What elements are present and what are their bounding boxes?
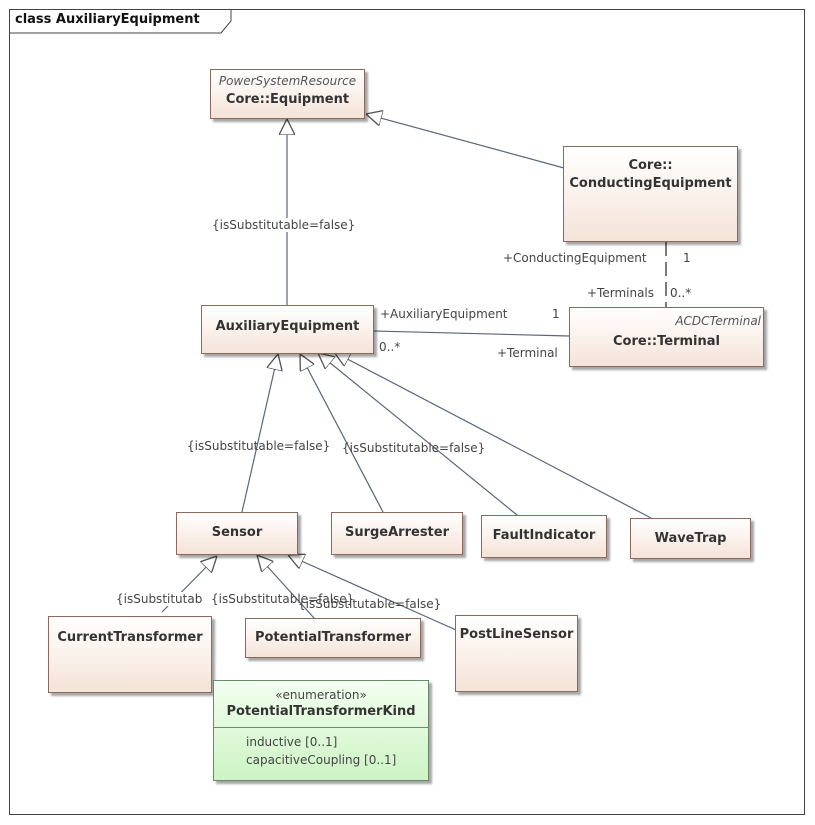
class-wave-trap[interactable]: WaveTrap <box>630 518 751 559</box>
class-fault-indicator[interactable]: FaultIndicator <box>481 515 607 558</box>
current-transformer-name: CurrentTransformer <box>57 630 203 645</box>
fault-indicator-name: FaultIndicator <box>492 528 596 543</box>
mult-aux-side: 0..* <box>379 340 401 354</box>
generalization-pls-to-sensor <box>288 555 457 631</box>
constraint-aux-equipment: {isSubstitutable=false} <box>212 218 356 232</box>
wave-trap-name: WaveTrap <box>654 531 727 546</box>
class-conducting-equipment[interactable]: Core:: ConductingEquipment <box>563 146 738 242</box>
enum-stereotype: «enumeration» <box>275 688 367 702</box>
conducting-equipment-name-line1: Core:: <box>628 158 673 173</box>
constraint-post-line-sensor: {isSubstitutable=false} <box>298 597 442 611</box>
conducting-equipment-name-line2: ConductingEquipment <box>569 176 732 191</box>
class-terminal[interactable]: ACDCTerminal Core::Terminal <box>569 307 764 367</box>
equipment-name: Core::Equipment <box>225 92 350 107</box>
generalization-fault-to-aux <box>318 353 518 516</box>
post-line-sensor-name: PostLineSensor <box>459 627 574 642</box>
equipment-stereotype: PowerSystemResource <box>218 74 357 88</box>
enum-potential-transformer-kind[interactable]: «enumeration» PotentialTransformerKind i… <box>213 680 429 781</box>
mult-terminals: 0..* <box>670 286 692 300</box>
diagram-title: class AuxiliaryEquipment <box>15 12 200 27</box>
enum-header: «enumeration» PotentialTransformerKind <box>214 681 428 728</box>
enum-literal: capacitiveCoupling [0..1] <box>246 753 397 767</box>
enum-name: PotentialTransformerKind <box>226 704 416 719</box>
mult-auxiliary-equipment: 1 <box>552 307 560 321</box>
enum-literals: inductive [0..1] capacitiveCoupling [0..… <box>214 728 428 769</box>
auxiliary-equipment-name: AuxiliaryEquipment <box>215 319 360 334</box>
class-auxiliary-equipment[interactable]: AuxiliaryEquipment <box>201 305 374 354</box>
class-potential-transformer[interactable]: PotentialTransformer <box>245 618 421 658</box>
association-aux-terminal <box>373 330 570 337</box>
role-terminal: +Terminal <box>497 346 558 360</box>
role-auxiliary-equipment: +AuxiliaryEquipment <box>380 307 508 321</box>
sensor-name: Sensor <box>211 525 263 540</box>
constraint-sensor: {isSubstitutable=false} <box>187 439 331 453</box>
surge-arrester-name: SurgeArrester <box>344 525 450 540</box>
potential-transformer-name: PotentialTransformer <box>254 630 412 645</box>
class-current-transformer[interactable]: CurrentTransformer <box>48 616 212 693</box>
role-conducting-equipment: +ConductingEquipment <box>503 251 647 265</box>
class-sensor[interactable]: Sensor <box>176 512 298 555</box>
class-surge-arrester[interactable]: SurgeArrester <box>331 512 463 555</box>
terminal-stereotype: ACDCTerminal <box>675 314 761 328</box>
constraint-current-transformer: {isSubstitutab <box>116 592 203 606</box>
generalization-wavetrap-to-aux <box>334 352 652 519</box>
role-terminals: +Terminals <box>587 286 655 300</box>
mult-conducting-equipment: 1 <box>683 251 691 265</box>
diagram-frame <box>9 9 805 815</box>
class-equipment[interactable]: PowerSystemResource Core::Equipment <box>210 69 365 119</box>
generalization-sensor-to-aux <box>241 354 278 513</box>
generalization-conducting-to-equipment <box>366 114 565 169</box>
generalization-surge-to-aux <box>300 354 384 513</box>
terminal-name: Core::Terminal <box>613 334 720 349</box>
constraint-potential-transformer: {isSubstitutable=false} <box>211 592 355 606</box>
constraint-surge-arrester: {isSubstitutable=false} <box>342 441 486 455</box>
class-post-line-sensor[interactable]: PostLineSensor <box>455 615 578 692</box>
enum-literal: inductive [0..1] <box>246 735 338 749</box>
generalization-pt-to-sensor <box>257 555 315 619</box>
